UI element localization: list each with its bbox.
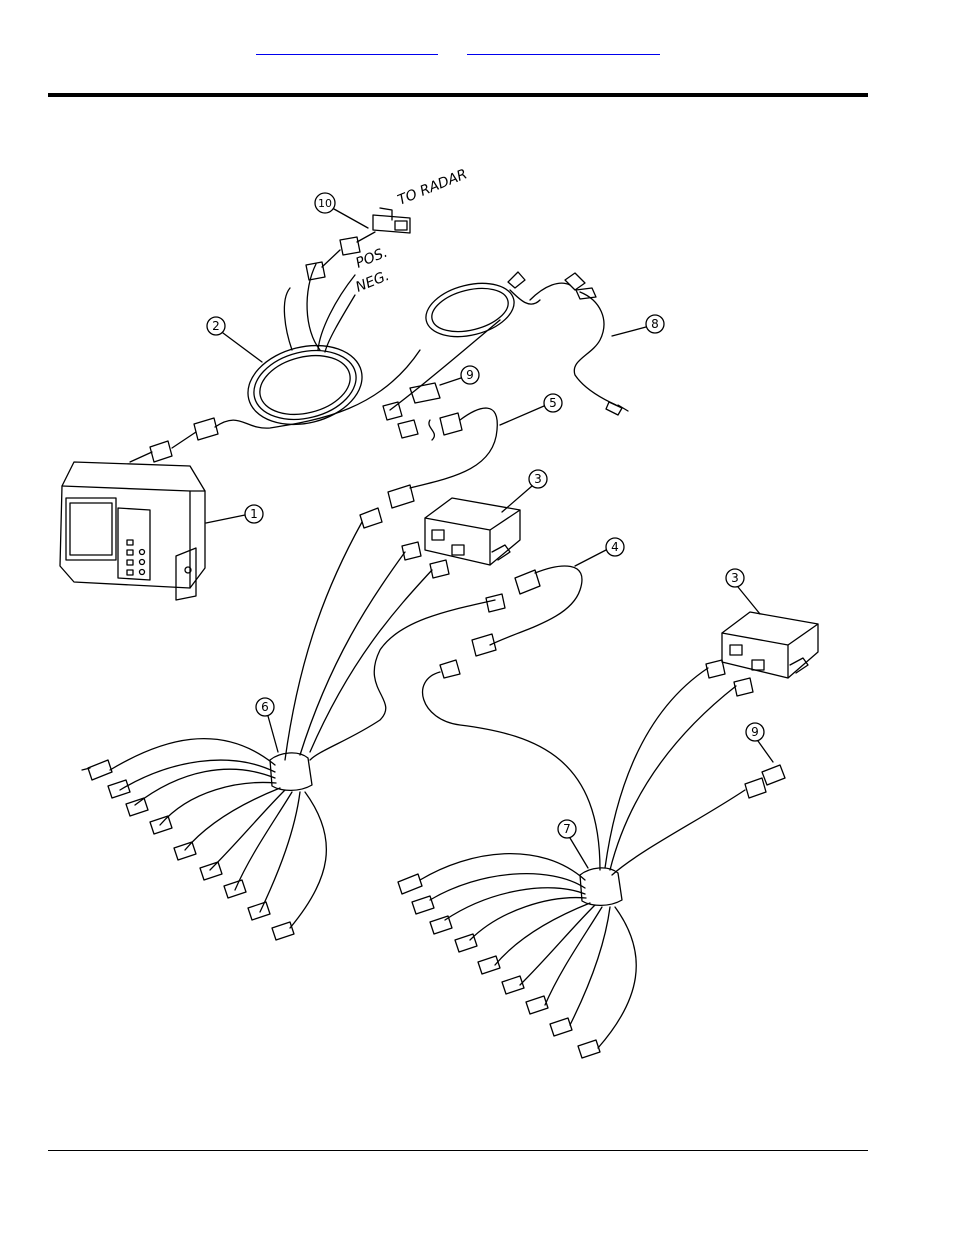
- cable-5: [360, 408, 497, 528]
- label-neg: NEG.: [354, 268, 392, 296]
- callout-8: 8: [651, 317, 659, 331]
- monitor-connectors: [130, 418, 218, 462]
- monitor-unit: [60, 462, 205, 600]
- header-link-left[interactable]: [256, 38, 438, 55]
- callout-5: 5: [549, 396, 557, 410]
- callout-3-upper: 3: [534, 472, 542, 486]
- callout-9-lower: 9: [751, 725, 759, 739]
- callout-9-upper: 9: [466, 368, 474, 382]
- header-rule: [48, 93, 868, 97]
- callout-3-lower: 3: [731, 571, 739, 585]
- wiring-harness-diagram: 1 2 3 3 4 5 6 7 8 9 9 10 TO RADAR POS. N…: [48, 143, 828, 1073]
- module-3-lower: [722, 612, 818, 678]
- harness-6: [82, 522, 505, 940]
- label-to-radar: TO RADAR: [396, 166, 470, 208]
- callout-6: 6: [261, 700, 269, 714]
- callout-1: 1: [250, 507, 258, 521]
- terminator-9-top: [383, 383, 462, 440]
- callout-4: 4: [611, 540, 619, 554]
- cable-8: [574, 288, 628, 415]
- callout-7: 7: [563, 822, 571, 836]
- callout-2: 2: [212, 319, 220, 333]
- harness-7: [398, 660, 785, 1058]
- header-link-right[interactable]: [467, 38, 660, 55]
- footer-rule: [48, 1150, 868, 1151]
- callout-10: 10: [318, 197, 332, 210]
